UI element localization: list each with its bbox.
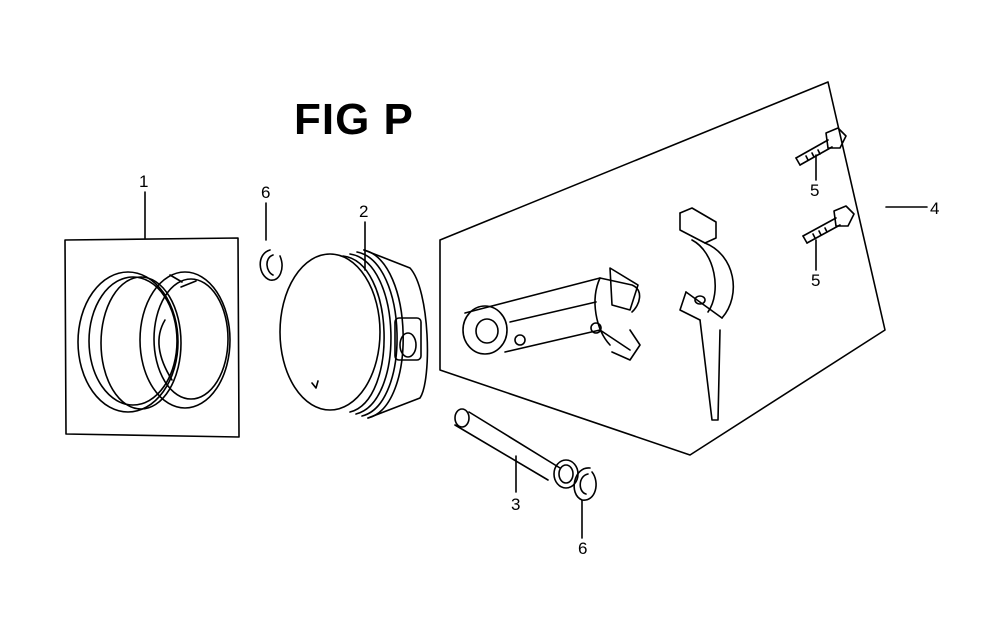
figure-title: FIG P (294, 95, 414, 144)
piston-rings-icon (77, 271, 231, 413)
clip-bottom-icon (573, 467, 597, 501)
ring-set-box (64, 237, 240, 438)
callout-ring-set: 1 (139, 172, 149, 191)
bolt-lower-icon (802, 205, 855, 244)
rod-cap-icon (679, 207, 735, 421)
callout-rod-bolt-lower: 5 (811, 271, 821, 290)
connecting-rod-icon (462, 267, 641, 361)
callout-piston: 2 (359, 202, 369, 221)
bolt-upper-icon (795, 127, 847, 166)
callout-connecting-rod-assembly: 4 (930, 199, 940, 218)
rod-assembly-outline (439, 81, 886, 456)
callout-clip-top: 6 (261, 183, 271, 202)
callout-piston-pin: 3 (511, 495, 521, 514)
clip-top-icon (259, 249, 283, 281)
leader-lines (144, 154, 928, 539)
piston-icon (279, 249, 429, 419)
callout-clip-bottom: 6 (578, 539, 588, 558)
callout-rod-bolt-upper: 5 (810, 181, 820, 200)
piston-pin-icon (454, 408, 579, 489)
